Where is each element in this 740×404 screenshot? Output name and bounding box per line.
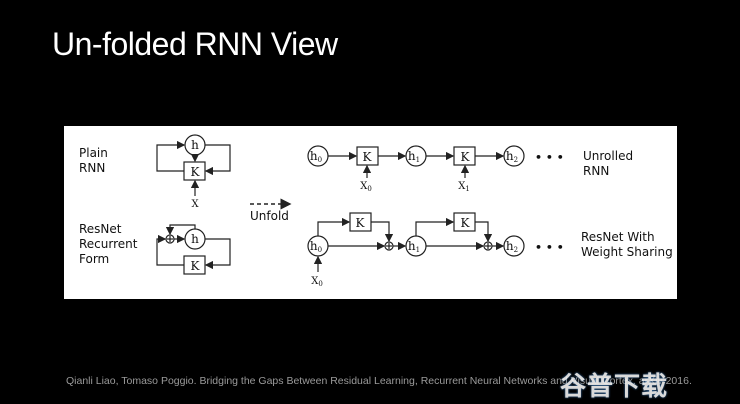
ws-h2-label: h2: [506, 239, 518, 254]
plain-rnn-diagram: [156, 134, 231, 196]
plain-k-label: K: [191, 165, 201, 179]
unrolled-k2-label: K: [461, 150, 471, 164]
unrolled-h0-label: h0: [310, 149, 322, 164]
unrolled-k1-label: K: [363, 150, 373, 164]
resnet-label-line3: Form: [79, 252, 109, 266]
plain-rnn-label-line1: Plain: [79, 146, 108, 160]
resnet-k-label: K: [191, 259, 201, 273]
resnet-ws-label-line2: Weight Sharing: [581, 245, 673, 259]
unrolled-h1-label: h1: [408, 149, 420, 164]
plain-x-label: X: [191, 199, 199, 210]
resnet-label-line2: Recurrent: [79, 237, 138, 251]
ws-x0-label: X0: [311, 276, 323, 288]
unrolled-h2-label: h2: [506, 149, 518, 164]
ws-k1-label: K: [356, 216, 366, 230]
watermark-logo: 谷普下载: [560, 372, 669, 402]
ws-h0-label: h0: [310, 239, 322, 254]
unrolled-ellipsis: • • •: [535, 151, 564, 164]
plain-rnn-label-line2: RNN: [79, 161, 105, 175]
ws-k2-label: K: [461, 216, 471, 230]
ws-ellipsis: • • •: [535, 241, 564, 254]
rnn-diagram: h K X h K h0 K h1 K h2 X0 X1 h0 K h1 K h…: [79, 134, 673, 288]
unrolled-x1-label: X1: [458, 181, 470, 193]
diagram-panel: h K X h K h0 K h1 K h2 X0 X1 h0 K h1 K h…: [64, 126, 677, 299]
resnet-weight-sharing-diagram: [307, 212, 525, 272]
unrolled-label-line2: RNN: [583, 164, 609, 178]
unfold-label: Unfold: [250, 209, 289, 223]
resnet-ws-label-line1: ResNet With: [581, 230, 655, 244]
unrolled-x0-label: X0: [360, 181, 372, 193]
resnet-label-line1: ResNet: [79, 222, 122, 236]
slide-title: Un-folded RNN View: [52, 26, 338, 62]
unrolled-label-line1: Unrolled: [583, 149, 633, 163]
unrolled-rnn-diagram: [307, 145, 525, 178]
plain-h-label: h: [191, 138, 199, 152]
citation-text: Qianli Liao, Tomaso Poggio. Bridging the…: [66, 375, 692, 387]
resnet-recurrent-diagram: [156, 224, 231, 275]
ws-h1-label: h1: [408, 239, 420, 254]
resnet-h-label: h: [191, 232, 199, 246]
